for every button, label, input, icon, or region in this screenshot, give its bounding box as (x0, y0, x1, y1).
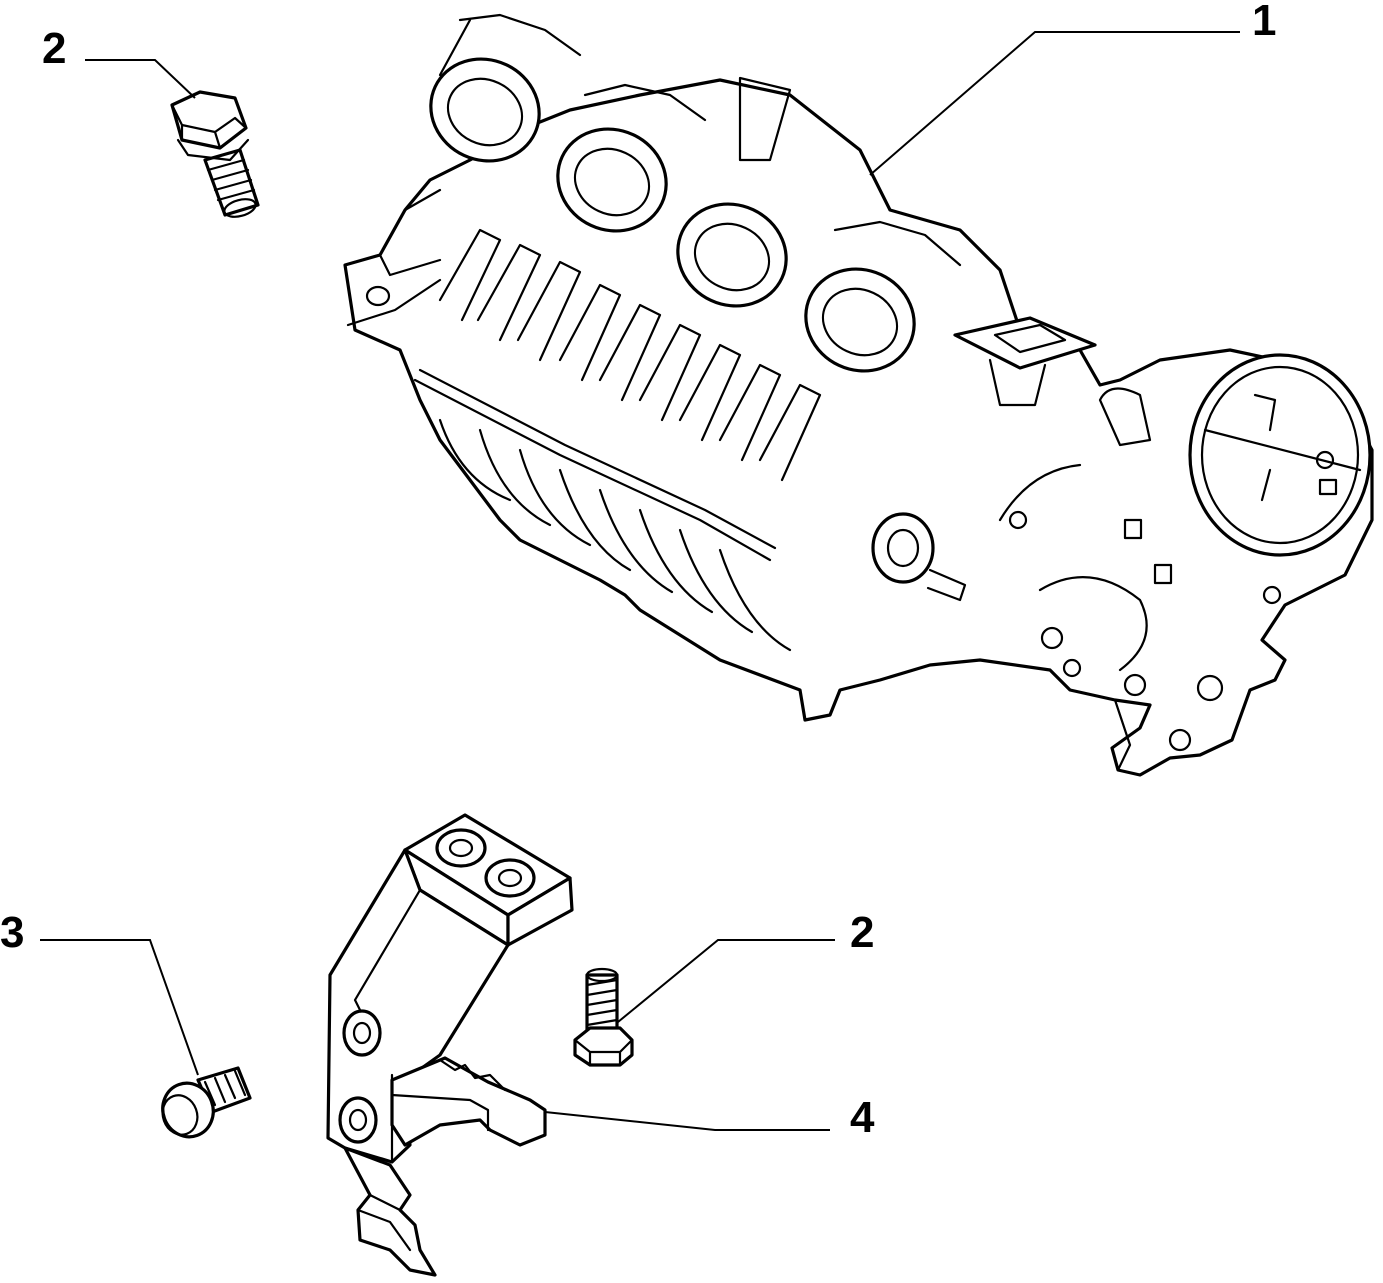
callout-label-3: 3 (0, 908, 24, 957)
vacuum-flange (953, 316, 1097, 407)
callout-label-2-top: 2 (42, 24, 66, 73)
throttle-body (998, 353, 1372, 772)
bolt-top (170, 90, 260, 218)
callout-label-2-bottom: 2 (850, 908, 874, 957)
screw (161, 1066, 252, 1139)
leader-4 (544, 1111, 830, 1131)
runner-port-1 (429, 13, 582, 163)
lower-runners (438, 418, 792, 652)
plenum-ribs (438, 228, 822, 482)
callout-label-4: 4 (850, 1093, 875, 1142)
bolt-bottom (573, 967, 634, 1067)
bracket (326, 813, 574, 1277)
callout-label-1: 1 (1252, 0, 1276, 45)
sensor-port (871, 512, 967, 602)
runner-port-3 (676, 76, 792, 308)
leader-1 (869, 31, 1240, 176)
runner-port-2 (556, 83, 707, 233)
leader-2-bottom (617, 939, 835, 1023)
leader-2-top (85, 59, 196, 99)
runner-port-4 (804, 220, 962, 373)
leader-lines (40, 31, 1240, 1131)
leader-3 (40, 939, 199, 1076)
intake-manifold (343, 13, 1374, 777)
